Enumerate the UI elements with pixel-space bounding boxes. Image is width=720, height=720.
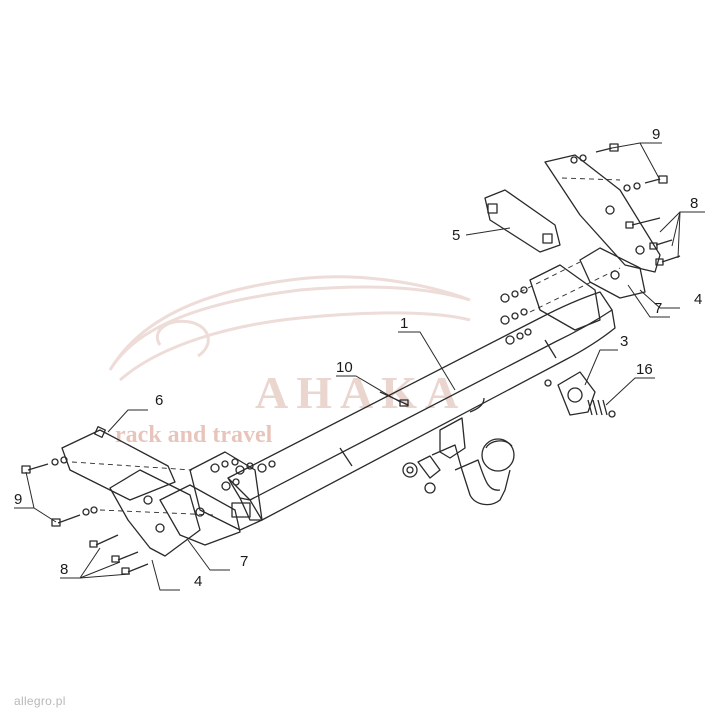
right-bracket-7	[579, 247, 646, 299]
callout-16: 16	[636, 361, 653, 378]
callout-8-left: 8	[60, 561, 68, 578]
callout-10: 10	[336, 359, 353, 376]
main-crossbar	[227, 291, 616, 521]
right-nuts-cluster	[500, 286, 532, 345]
tow-ball-assembly	[402, 417, 515, 506]
right-bracket-4	[544, 154, 661, 273]
callout-7-right: 7	[654, 300, 662, 317]
leader-lines	[14, 142, 705, 591]
bolts-9-right	[570, 143, 668, 192]
left-bracket-4	[109, 469, 201, 557]
bolts-8-left	[89, 534, 149, 575]
right-bracket-5	[484, 189, 561, 253]
socket-plate	[544, 371, 596, 416]
callout-3: 3	[620, 333, 628, 350]
callout-9-left: 9	[14, 491, 22, 508]
callout-4-left: 4	[194, 573, 202, 590]
left-bracket-7	[159, 484, 241, 546]
assembly-dash-lines	[71, 177, 621, 516]
callout-1: 1	[400, 315, 408, 332]
callout-4-right: 4	[694, 291, 702, 308]
spring-part	[587, 399, 616, 418]
left-end-plate	[189, 451, 263, 531]
left-nuts-cluster	[210, 458, 276, 491]
watermark-car-logo	[108, 275, 471, 382]
callout-9-right: 9	[652, 126, 660, 143]
callout-labels: 1 3 4 4 5 6 7 7 8 8 9 9 10 16	[14, 126, 702, 590]
callout-8-right: 8	[690, 195, 698, 212]
right-end-plate	[529, 264, 601, 331]
callout-6: 6	[155, 392, 163, 409]
bolts-9-left	[21, 456, 98, 527]
left-bracket-6	[61, 426, 176, 501]
callout-7-left: 7	[240, 553, 248, 570]
bolts-8-right	[625, 217, 681, 266]
corner-logo: allegro.pl	[14, 694, 66, 708]
callout-5: 5	[452, 227, 460, 244]
watermark-tagline: rack and travel	[115, 422, 273, 448]
